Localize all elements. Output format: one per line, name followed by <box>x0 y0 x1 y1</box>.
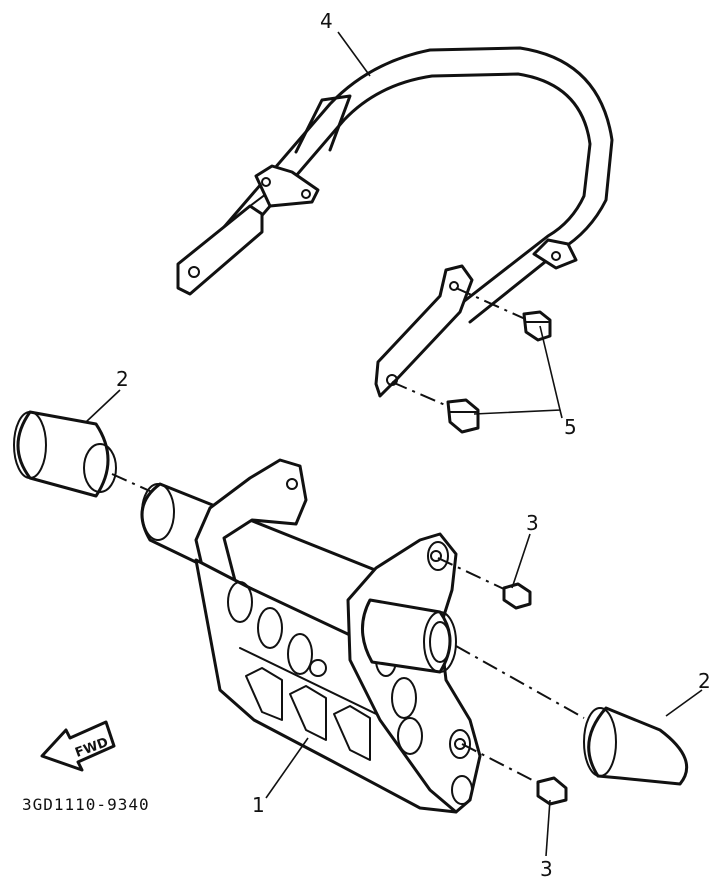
callout-bolt-lower: 3 <box>540 857 553 881</box>
callout-cap-left: 2 <box>116 367 129 391</box>
callout-grab-bar-bolts: 5 <box>564 415 577 439</box>
callout-bolt-upper: 3 <box>526 511 539 535</box>
fwd-arrow-icon: FWD <box>40 720 116 772</box>
callout-grab-bar: 4 <box>320 9 333 33</box>
frame-bolts <box>437 557 568 806</box>
part-code: 3GD1110-9340 <box>22 795 150 814</box>
grab-bar-part <box>176 46 614 398</box>
leader-lines <box>85 31 703 857</box>
main-frame-part <box>140 458 585 814</box>
callout-labels: 4 2 2 3 3 5 1 <box>116 9 711 881</box>
callout-frame: 1 <box>252 793 265 817</box>
end-cap-right <box>583 706 689 786</box>
grab-bar-bolts <box>391 287 552 434</box>
end-cap-left <box>13 410 153 498</box>
callout-cap-right: 2 <box>698 669 711 693</box>
